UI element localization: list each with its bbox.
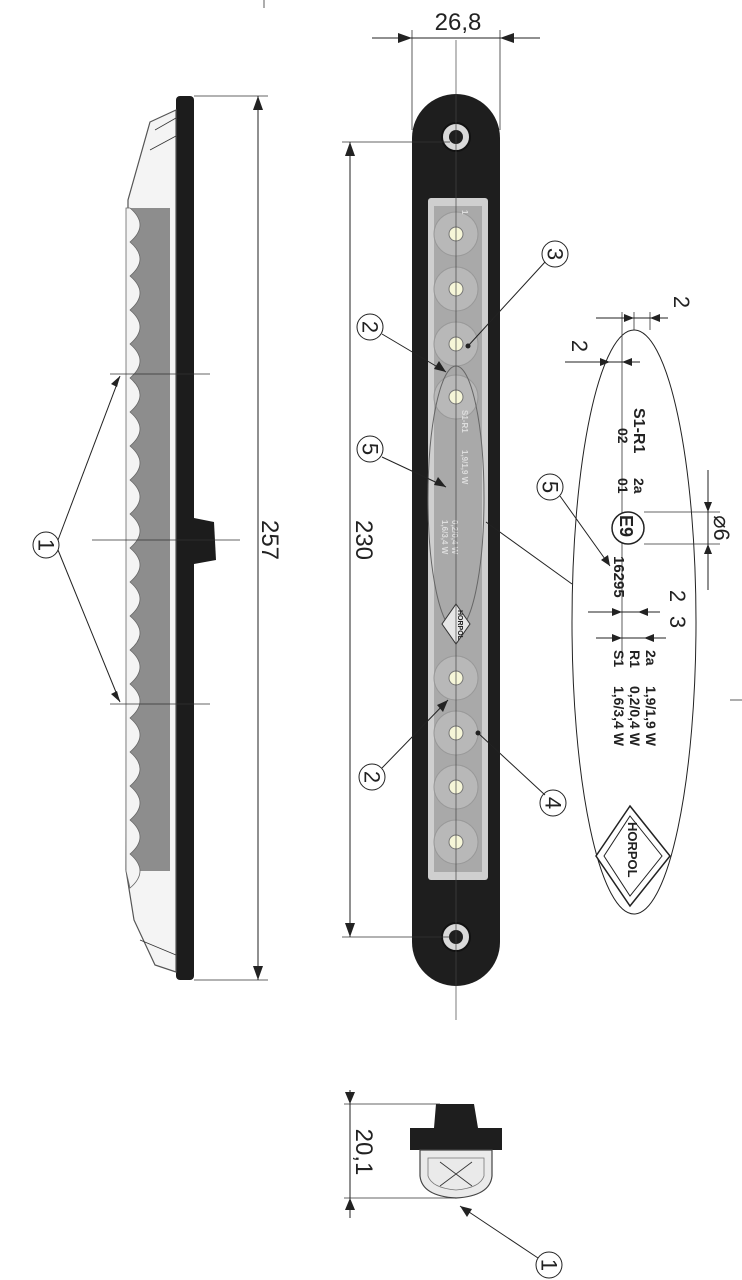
side-view <box>92 96 240 980</box>
detail-dim-left: 2 <box>565 340 640 366</box>
mini-r1: 0,2/0,4 W <box>450 520 459 555</box>
callout-label: 3 <box>543 248 568 260</box>
mini-brand: HORPOL <box>456 610 463 641</box>
dimension-20-1: 20,1 <box>344 1090 456 1218</box>
callout-label: 5 <box>538 481 563 493</box>
callout-label: 1 <box>34 539 59 551</box>
dim-height-bottom: 20,1 <box>350 1129 377 1176</box>
mark-01: 01 <box>615 478 631 494</box>
brand-label: HORPOL <box>625 822 640 878</box>
detail-view: S1-R1 02 01 2a E9 16295 2a R1 S1 1,9/1,9… <box>565 296 734 915</box>
detail-dim-diameter: ⌀6 <box>644 470 734 590</box>
dim-overall-length: 257 <box>256 520 283 560</box>
end-view <box>410 1104 502 1199</box>
callout-label: 1 <box>537 1259 562 1271</box>
led-number-first: 1 <box>460 210 469 215</box>
row-s1-value: 1,6/3,4 W <box>611 686 627 747</box>
callout-5-front: 5 <box>356 435 447 488</box>
callout-1-bottom: 1 <box>459 1205 563 1279</box>
end-view-body <box>410 1104 502 1150</box>
callout-label: 4 <box>541 797 566 809</box>
dim-hole-spacing: 230 <box>350 520 377 560</box>
dim-diameter-label: ⌀6 <box>709 515 734 541</box>
dim-label: 3 <box>665 616 690 628</box>
dimension-26-8: 26,8 <box>372 9 540 130</box>
side-lens-scallops <box>125 207 141 889</box>
dim-diameter-value: 6 <box>709 529 734 541</box>
row-r1-label: R1 <box>627 650 643 668</box>
callout-label: 2 <box>358 321 383 333</box>
mark-02: 02 <box>615 428 631 444</box>
dim-label: 2 <box>669 296 694 308</box>
dimension-230: 230 <box>342 141 450 938</box>
e-mark-label: E9 <box>616 515 636 537</box>
dimension-257: 257 <box>194 95 283 981</box>
callout-2-lower: 2 <box>358 699 449 791</box>
callout-label: 5 <box>358 443 383 455</box>
callout-3: 3 <box>465 240 569 349</box>
dim-label: 2 <box>665 590 690 602</box>
side-mounting-plate <box>176 96 194 980</box>
brand-diamond: HORPOL <box>595 804 671 908</box>
side-connector <box>194 518 216 564</box>
callout-5-detail: 5 <box>536 473 611 567</box>
row-2a-label: 2a <box>643 650 659 666</box>
callout-4: 4 <box>475 730 567 817</box>
dim-label: 2 <box>567 340 592 352</box>
mini-2a: 1,9/1,9 W <box>460 450 469 485</box>
callout-2-upper: 2 <box>356 313 447 373</box>
callout-1-side: 1 <box>32 375 121 703</box>
detail-leader <box>485 521 573 585</box>
front-view: S1-R1 1,9/1,9 W 0,2/0,4 W 1,6/3,4 W HORP… <box>412 40 500 1020</box>
row-s1-label: S1 <box>611 650 627 667</box>
row-r1-value: 0,2/0,4 W <box>627 686 643 747</box>
callout-label: 2 <box>360 771 385 783</box>
dim-width-top: 26,8 <box>435 9 482 36</box>
mark-2a: 2a <box>631 478 647 494</box>
mark-s1r1: S1-R1 <box>630 408 647 453</box>
detail-dim-top: 2 <box>596 296 694 322</box>
e-mark: E9 <box>611 511 645 545</box>
mini-s1r1: S1-R1 <box>460 410 469 433</box>
approval-number: 16295 <box>610 556 627 598</box>
row-2a-value: 1,9/1,9 W <box>643 686 659 747</box>
lens-inner <box>434 206 482 872</box>
mini-s1: 1,6/3,4 W <box>440 520 449 555</box>
detail-dim-gaps: 2 3 <box>588 590 690 642</box>
